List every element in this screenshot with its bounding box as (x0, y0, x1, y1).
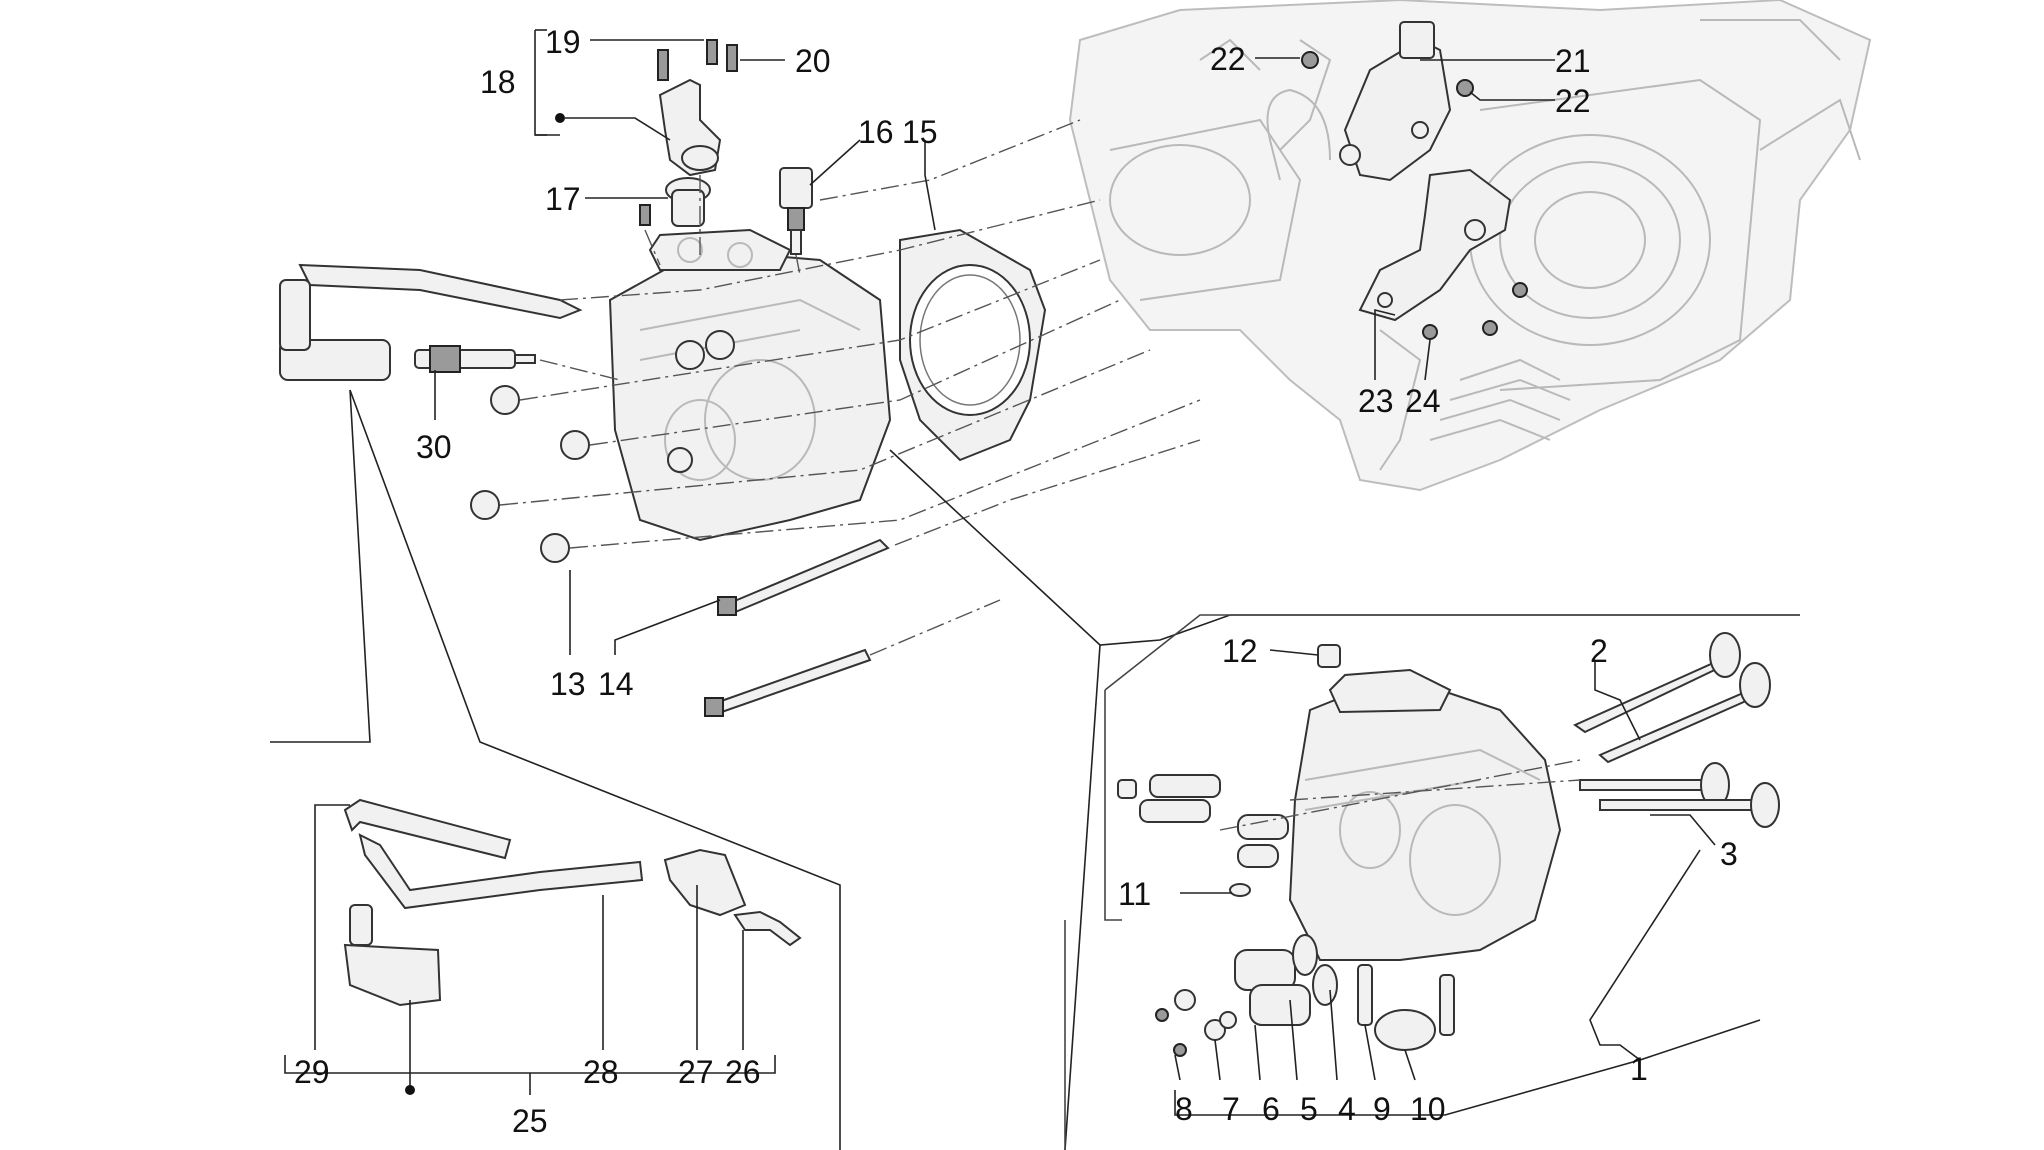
callout-1: 1 (1630, 1051, 1648, 1087)
starter-sensor-unit (1339, 21, 1452, 182)
thermostat (639, 177, 711, 227)
callout-labels: 1 2 3 4 5 6 7 8 9 10 11 12 13 14 15 16 1… (294, 24, 1738, 1139)
callout-26: 26 (725, 1054, 761, 1090)
callout-30: 30 (416, 429, 452, 465)
head-gasket (899, 228, 1047, 462)
callout-17: 17 (545, 181, 581, 217)
panel-connectors (270, 389, 1800, 1150)
callout-28: 28 (583, 1054, 619, 1090)
assembly-lines-main (499, 119, 1201, 656)
callout-25: 25 (512, 1103, 548, 1139)
reference-dot-18 (555, 113, 565, 123)
reference-dot-25 (405, 1085, 415, 1095)
cylinder-studs (704, 538, 890, 717)
temperature-sensor (779, 167, 813, 255)
callout-8: 8 (1175, 1091, 1193, 1127)
callout-20: 20 (795, 43, 831, 79)
bolts-upper (1301, 51, 1528, 340)
cylinder-head (608, 228, 892, 542)
leader-lines (284, 29, 1761, 1116)
callout-6: 6 (1262, 1091, 1280, 1127)
callout-22a: 22 (1210, 41, 1246, 77)
callout-27: 27 (678, 1054, 714, 1090)
thermostat-cover (657, 39, 738, 177)
bracket (1358, 168, 1512, 322)
callout-14: 14 (598, 666, 634, 702)
callout-11: 11 (1118, 876, 1151, 912)
callout-2: 2 (1590, 633, 1608, 669)
callout-10: 10 (1410, 1091, 1446, 1127)
sparkplug-cap-kit (343, 798, 802, 1007)
callout-24: 24 (1405, 383, 1441, 419)
spark-plug (414, 345, 536, 373)
cylinder-head-kit (1064, 614, 1800, 1150)
callout-29: 29 (294, 1054, 330, 1090)
callout-18: 18 (480, 64, 516, 100)
callout-9: 9 (1373, 1091, 1391, 1127)
callout-15: 15 (902, 114, 938, 150)
callout-13: 13 (550, 666, 586, 702)
callout-3: 3 (1720, 836, 1738, 872)
callout-12: 12 (1222, 633, 1258, 669)
callout-7: 7 (1222, 1091, 1240, 1127)
head-nuts (470, 385, 590, 563)
callout-19: 19 (545, 24, 581, 60)
callout-16: 16 (858, 114, 894, 150)
callout-21: 21 (1555, 43, 1591, 79)
callout-4: 4 (1338, 1091, 1356, 1127)
callout-22b: 22 (1555, 83, 1591, 119)
spark-plug-cap (279, 263, 583, 381)
callout-23: 23 (1358, 383, 1394, 419)
callout-5: 5 (1300, 1091, 1318, 1127)
